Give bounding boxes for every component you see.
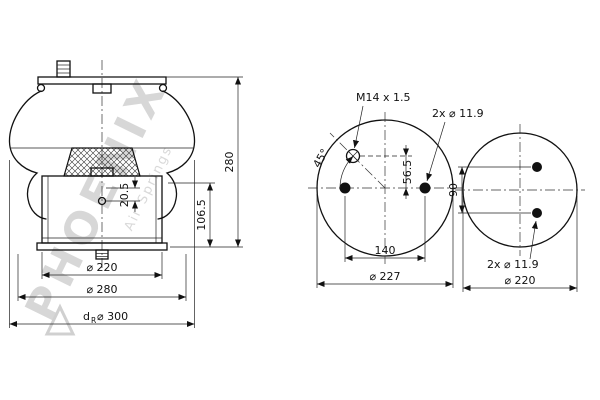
leader-line (529, 220, 538, 260)
dim-dia-220-bottom-label: ⌀ 220 (504, 274, 535, 287)
dim-dia-220-side: ⌀ 220 (41, 252, 163, 279)
callout-holes-bottom: 2x ⌀ 11.9 (487, 220, 539, 271)
top-stud (56, 60, 71, 78)
dim-dia-227-label: ⌀ 227 (369, 270, 400, 283)
dim-offset-56-5: 56.5 (360, 145, 414, 199)
dim-dia-227: ⌀ 227 (316, 194, 454, 288)
leader-line (353, 105, 364, 149)
bolt-hole-bottom (532, 208, 542, 218)
holes-callout-label: 2x ⌀ 11.9 (432, 107, 484, 120)
thread-callout-label: M14 x 1.5 (356, 91, 410, 104)
dim-height-106-5: 106.5 (168, 182, 215, 247)
dim-dr-label-sub: R (91, 316, 96, 325)
callout-m14: M14 x 1.5 (353, 91, 410, 149)
dim-140-label: 140 (375, 244, 396, 257)
dim-dr-label-value: ⌀ 300 (97, 310, 128, 323)
bolt-hole-right (419, 182, 431, 194)
dim-hole-spacing-90: 90 (447, 166, 531, 214)
dim-56-5-label: 56.5 (401, 160, 414, 185)
blind-nut (92, 83, 112, 94)
bumper-mount (90, 167, 114, 177)
bottom-stud (95, 249, 109, 260)
angle-arc (339, 155, 354, 189)
top-view-flange: 45° 56.5 M14 x 1.5 2x ⌀ 11.9 140 (308, 91, 484, 288)
dim-280-label: 280 (223, 152, 236, 173)
stud-thread-lines (57, 64, 70, 74)
leader-line (426, 121, 446, 182)
dim-dia-280-label: ⌀ 280 (86, 283, 117, 296)
bottom-view-plate: 90 2x ⌀ 11.9 ⌀ 220 (447, 124, 585, 292)
air-port-hole (97, 196, 107, 206)
dim-height-280: 280 (72, 76, 243, 248)
bottom-plate (36, 242, 168, 260)
bellows-right-profile (157, 90, 196, 220)
dim-dia-rolling-300: d R ⌀ 300 (9, 160, 195, 328)
dim-dia-280: ⌀ 280 (17, 254, 187, 301)
dim-port-20-5: 20.5 (106, 177, 140, 212)
dim-20-5-label: 20.5 (118, 183, 131, 208)
side-view: 280 106.5 20.5 ⌀ 220 ⌀ 280 (8, 60, 243, 328)
dim-dr-label-d: d (83, 310, 90, 323)
dim-hole-spacing-140: 140 (344, 196, 426, 262)
bolt-hole-top (532, 162, 542, 172)
bellows-left-profile (8, 90, 47, 220)
holes-callout-label: 2x ⌀ 11.9 (487, 258, 539, 271)
bumper-cone-hatched (63, 147, 141, 177)
dim-dia-220-bottom: ⌀ 220 (462, 196, 578, 292)
callout-holes-top: 2x ⌀ 11.9 (426, 107, 484, 182)
dim-90-label: 90 (447, 183, 460, 197)
dim-dia-220-label: ⌀ 220 (86, 261, 117, 274)
bolt-hole-left (339, 182, 351, 194)
watermark-triangle-logo-icon (44, 303, 76, 336)
dim-106-5-label: 106.5 (195, 199, 208, 231)
